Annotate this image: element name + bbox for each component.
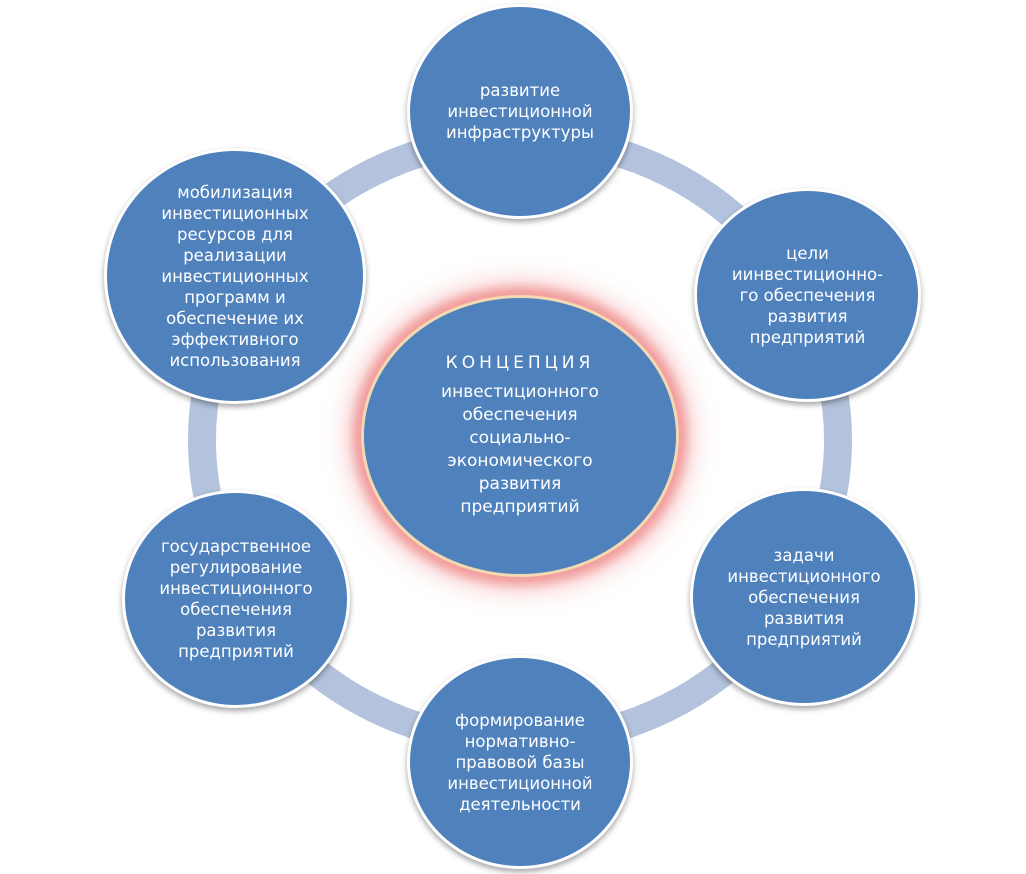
node-state-regulation: государственное регулирование инвестицио…: [122, 490, 350, 708]
node-tasks: задачи инвестиционного обеспечения разви…: [690, 488, 918, 706]
node-regulatory-base-label: формирование нормативно- правовой базы и…: [447, 710, 593, 814]
node-investment-infrastructure: развитие инвестиционной инфраструктуры: [407, 4, 633, 219]
node-investment-infrastructure-label: развитие инвестиционной инфраструктуры: [446, 81, 594, 142]
center-text: инвестиционного обеспечения социально- э…: [441, 382, 599, 517]
node-resource-mobilization-label: мобилизация инвестиционных ресурсов для …: [161, 182, 309, 370]
node-resource-mobilization: мобилизация инвестиционных ресурсов для …: [104, 148, 366, 404]
node-regulatory-base: формирование нормативно- правовой базы и…: [407, 655, 633, 869]
node-tasks-label: задачи инвестиционного обеспечения разви…: [727, 545, 881, 649]
node-goals: цели иинвестиционно- го обеспечения разв…: [694, 188, 921, 402]
node-state-regulation-label: государственное регулирование инвестицио…: [159, 537, 313, 661]
center-concept: КОНЦЕПЦИЯ инвестиционного обеспечения со…: [361, 295, 679, 577]
center-heading: КОНЦЕПЦИЯ: [445, 353, 595, 373]
node-goals-label: цели иинвестиционно- го обеспечения разв…: [731, 243, 884, 347]
